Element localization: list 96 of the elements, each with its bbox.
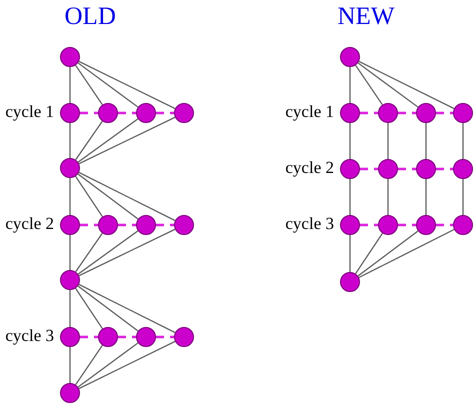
node-circle [340,215,360,235]
node-circle [453,103,473,123]
connector-line [462,179,464,215]
column-heading: NEW [338,4,394,30]
connector-line [78,118,138,163]
row-label: cycle 2 [5,214,54,234]
row-label: cycle 1 [5,102,54,122]
node-circle [60,103,80,123]
dashed-line [156,224,174,226]
dashed-line [156,112,174,114]
dashed-line [156,336,174,338]
connector-line [349,235,351,272]
node-circle [340,272,360,292]
node-circle [98,327,118,347]
dashed-line [398,168,416,170]
connector-line [69,67,71,103]
connector-line [78,230,138,275]
node-circle [174,103,194,123]
connector-line [78,174,138,220]
connector-line [355,64,383,106]
node-circle [98,215,118,235]
dashed-line [360,112,378,114]
connector-line [75,176,103,218]
connector-line [69,347,71,383]
node-circle [60,270,80,290]
connector-line [425,179,427,215]
row-label: cycle 3 [5,326,54,346]
node-circle [416,103,436,123]
connector-line [78,342,138,388]
node-circle [174,327,194,347]
connector-line [425,123,427,159]
connector-line [75,120,103,160]
connector-line [78,228,176,276]
node-circle [453,159,473,179]
node-circle [378,215,398,235]
connector-line [387,123,389,159]
row-label: cycle 1 [285,102,334,122]
node-circle [378,103,398,123]
connector-line [78,172,176,222]
node-circle [60,327,80,347]
row-label: cycle 2 [285,158,334,178]
connector-line [75,64,103,106]
dashed-line [398,224,416,226]
connector-line [78,116,176,164]
connector-line [78,286,138,332]
connector-line [75,288,103,330]
connector-line [349,123,351,159]
dashed-line [436,112,453,114]
connector-line [69,235,71,270]
dashed-line [118,224,136,226]
connector-line [358,62,418,108]
connector-line [349,179,351,215]
connector-line [349,67,351,103]
node-circle [416,215,436,235]
connector-line [78,284,176,334]
row-label: cycle 3 [285,214,334,234]
dashed-line [80,336,98,338]
node-circle [378,159,398,179]
dashed-line [80,112,98,114]
connector-line [75,232,103,272]
node-circle [340,47,360,67]
dashed-line [360,168,378,170]
connector-line [358,60,454,110]
node-circle [340,103,360,123]
node-circle [416,159,436,179]
node-circle [136,327,156,347]
connector-line [387,179,389,215]
connector-line [462,123,464,159]
connector-line [355,232,383,274]
node-circle [340,159,360,179]
dashed-line [436,224,453,226]
node-circle [98,103,118,123]
connector-line [69,123,71,158]
dashed-line [398,112,416,114]
connector-line [69,290,71,327]
node-circle [136,103,156,123]
connector-line [69,178,71,215]
node-circle [60,215,80,235]
dashed-line [118,112,136,114]
connector-line [78,340,176,390]
node-circle [60,47,80,67]
dashed-line [436,168,453,170]
node-circle [174,215,194,235]
connector-line [78,62,138,108]
dashed-line [80,224,98,226]
connector-line [78,60,176,110]
connector-line [358,230,418,276]
connector-line [75,344,103,386]
dashed-line [118,336,136,338]
node-circle [60,158,80,178]
dashed-line [360,224,378,226]
node-circle [136,215,156,235]
connector-line [358,228,454,278]
node-circle [453,215,473,235]
column-heading: OLD [64,4,116,30]
node-circle [60,383,80,403]
